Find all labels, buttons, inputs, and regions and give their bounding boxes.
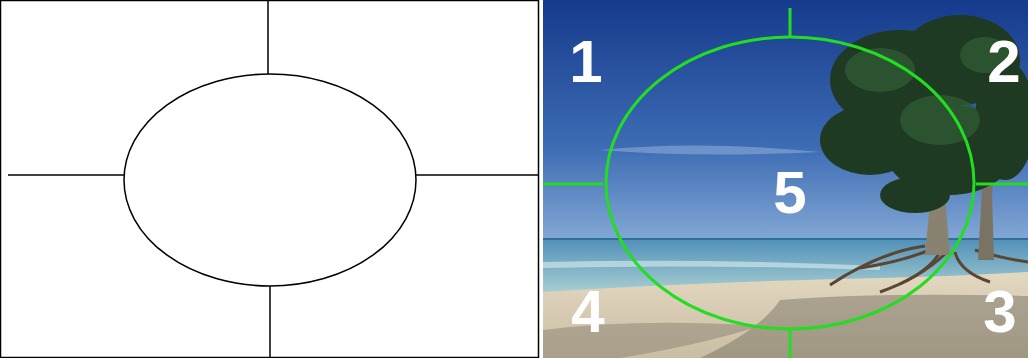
region-number: 1 xyxy=(569,32,602,92)
beach-photo xyxy=(543,0,1028,358)
region-number: 3 xyxy=(983,282,1016,342)
schematic-panel xyxy=(1,0,540,358)
region-number: 4 xyxy=(571,282,604,342)
region-ellipse: 5 xyxy=(604,35,976,331)
region-number: 2 xyxy=(987,32,1020,92)
region-number: 5 xyxy=(773,163,806,223)
